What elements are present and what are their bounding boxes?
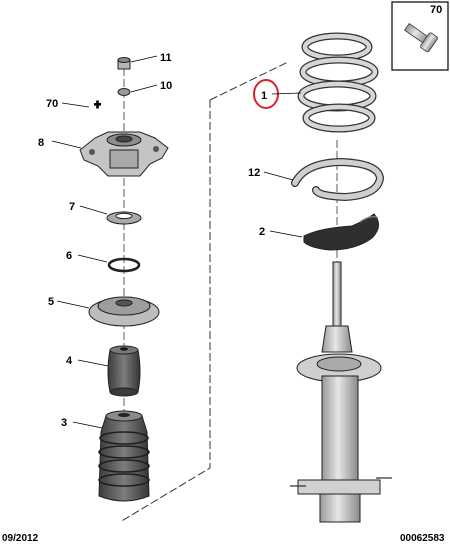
callout-7: 7: [69, 201, 75, 213]
part-2-rubber-insulator: [303, 213, 379, 251]
part-4-bump-stop: [107, 345, 141, 397]
leader-3: [72, 421, 103, 429]
assembly-dashed-frame-left: [119, 100, 211, 523]
leader-10: [130, 84, 158, 93]
callout-70: 70: [46, 98, 58, 110]
part-3-dust-boot: [98, 410, 150, 502]
part-8-strut-mount: [79, 131, 169, 177]
callout-1: 1: [261, 90, 267, 102]
leader-7: [79, 205, 108, 215]
callout-2: 2: [259, 226, 265, 238]
part-5-spring-seat: [88, 296, 160, 327]
callout-5: 5: [48, 296, 54, 308]
leader-1: [271, 92, 302, 95]
part-10-washer: [117, 88, 131, 96]
callout-12: 12: [248, 167, 260, 179]
callout-11: 11: [160, 52, 172, 64]
callout-10: 10: [160, 80, 172, 92]
leader-12: [263, 171, 294, 181]
leader-11: [130, 55, 158, 63]
part-11-nut: [117, 57, 131, 70]
leader-70: [61, 102, 90, 108]
shock-absorber-strut: [290, 261, 392, 523]
part-6-ring: [107, 257, 141, 273]
leader-8: [51, 140, 82, 149]
part-12-spring-pad: [291, 157, 385, 202]
callout-70-inset: 70: [430, 4, 442, 16]
callout-4: 4: [66, 355, 73, 367]
leader-4: [77, 359, 109, 367]
assembly-dashed-frame: [209, 61, 289, 101]
footer-date: 09/2012: [2, 533, 39, 544]
part-1-coil-spring: [297, 32, 379, 133]
leader-6: [77, 254, 108, 263]
leader-2: [269, 230, 303, 238]
callout-3: 3: [61, 417, 67, 429]
bolt-icon: [404, 22, 438, 53]
callout-8: 8: [38, 137, 44, 149]
part-7-bearing: [106, 211, 142, 225]
callout-6: 6: [66, 250, 72, 262]
leader-5: [56, 300, 90, 309]
cross-marker-icon: [94, 100, 101, 109]
footer-code: 00062583: [400, 533, 445, 544]
